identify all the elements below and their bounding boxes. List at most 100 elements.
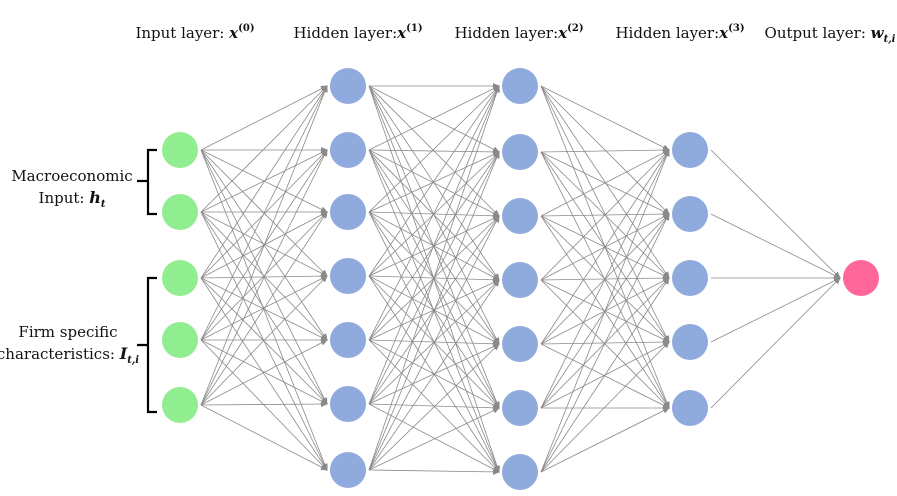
group-symbol: I	[119, 344, 128, 363]
layer-title-input: Input layer: x(0)	[135, 23, 254, 42]
input-node-4	[162, 387, 198, 423]
hidden1-node-2	[330, 194, 366, 230]
edge-l2-n4-to-n0	[540, 149, 670, 345]
edge-l0-n2-to-n1	[200, 149, 328, 279]
layer-titles: Input layer: x(0)Hidden layer:x(1)Hidden…	[135, 23, 895, 45]
edge-l0-n2-to-n0	[200, 85, 328, 279]
layer-title-text: Hidden layer:	[293, 24, 397, 42]
layer-title-text: Output layer:	[765, 24, 871, 42]
hidden3-node-2	[672, 260, 708, 296]
group-subscript: t,i	[127, 355, 139, 366]
edge-l0-n0-to-n6	[200, 149, 328, 471]
edge-l2-n3-to-n0	[540, 149, 670, 281]
layer-title-hidden2: Hidden layer:x(2)	[454, 23, 583, 42]
edge-l1-n3-to-n1	[368, 151, 500, 277]
group-label-macro-line1: Macroeconomic	[11, 167, 132, 185]
edge-l2-n2-to-n0	[540, 149, 670, 217]
edge-l1-n2-to-n0	[368, 85, 500, 213]
edge-l1-n5-to-n4	[368, 343, 500, 405]
edge-l2-n3-to-n4	[540, 279, 670, 409]
group-label-text: Input:	[39, 189, 90, 207]
edge-l1-n5-to-n6	[368, 403, 500, 473]
hidden2-node-4	[502, 326, 538, 362]
layer-symbol: x	[557, 24, 568, 42]
edge-l0-n1-to-n0	[200, 85, 328, 213]
edge-l1-n6-to-n1	[368, 151, 500, 471]
group-subscript: t	[101, 199, 106, 210]
edge-l0-n3-to-n5	[200, 339, 328, 405]
edge-l3-n0-to-n0	[710, 149, 841, 279]
hidden1-node-3	[330, 258, 366, 294]
group-label-firm-line2: characteristics: It,i	[0, 344, 139, 366]
layer-title-hidden1: Hidden layer:x(1)	[293, 23, 422, 42]
edge-l2-n0-to-n0	[540, 85, 670, 151]
edge-l2-n4-to-n4	[540, 343, 670, 409]
edge-l1-n0-to-n1	[368, 85, 500, 153]
hidden2-node-5	[502, 390, 538, 426]
edge-l3-n1-to-n0	[710, 213, 841, 279]
edge-l1-n2-to-n1	[368, 151, 500, 213]
hidden2-node-3	[502, 262, 538, 298]
edge-l2-n1-to-n4	[540, 151, 670, 409]
edge-l1-n1-to-n2	[368, 149, 500, 217]
hidden3-node-4	[672, 390, 708, 426]
group-brace-macro	[137, 148, 157, 216]
input-node-1	[162, 194, 198, 230]
edge-l0-n1-to-n3	[200, 211, 328, 277]
input-node-0	[162, 132, 198, 168]
hidden1-node-5	[330, 386, 366, 422]
edge-l0-n4-to-n1	[200, 149, 328, 406]
edge-l0-n3-to-n2	[200, 211, 328, 341]
edge-l0-n4-to-n2	[200, 211, 328, 406]
hidden1-node-1	[330, 132, 366, 168]
layer-superscript: (2)	[567, 23, 583, 34]
edge-l1-n5-to-n3	[368, 279, 500, 405]
layer-title-text: Input layer:	[135, 24, 229, 42]
hidden2-node-2	[502, 198, 538, 234]
edge-l3-n3-to-n0	[710, 277, 841, 343]
layer-title-hidden3: Hidden layer:x(3)	[615, 23, 744, 42]
group-symbol: h	[89, 188, 101, 207]
layer-symbol: x	[396, 24, 407, 42]
output-node-0	[843, 260, 879, 296]
edge-l3-n4-to-n0	[710, 277, 841, 409]
edge-l1-n6-to-n6	[368, 468, 500, 475]
hidden3-node-1	[672, 196, 708, 232]
edge-l0-n2-to-n6	[200, 277, 328, 471]
hidden3-node-3	[672, 324, 708, 360]
edge-l0-n4-to-n3	[200, 275, 328, 406]
hidden3-node-0	[672, 132, 708, 168]
edge-l1-n5-to-n5	[368, 403, 500, 411]
layer-superscript: (1)	[406, 23, 422, 34]
edge-l0-n0-to-n0	[200, 85, 328, 151]
hidden1-node-4	[330, 322, 366, 358]
edge-l2-n5-to-n0	[540, 149, 670, 409]
edge-l2-n6-to-n3	[540, 341, 670, 473]
edge-l1-n6-to-n0	[368, 85, 500, 471]
layer-symbol: w	[871, 24, 885, 42]
hidden1-node-6	[330, 452, 366, 488]
edge-l2-n1-to-n0	[540, 147, 670, 154]
layer-symbol: x	[228, 24, 239, 42]
hidden2-node-0	[502, 68, 538, 104]
neuron-nodes	[162, 68, 879, 490]
edge-l0-n1-to-n1	[200, 149, 328, 213]
edge-l0-n4-to-n4	[200, 339, 328, 406]
hidden2-node-1	[502, 134, 538, 170]
edge-l0-n4-to-n0	[200, 85, 328, 406]
group-label-text: characteristics:	[0, 345, 120, 363]
input-node-3	[162, 322, 198, 358]
group-brace-firm	[137, 276, 157, 414]
edge-l0-n4-to-n6	[200, 404, 328, 471]
edge-l1-n6-to-n5	[368, 407, 500, 471]
edge-l1-n1-to-n0	[368, 85, 500, 151]
edge-l2-n6-to-n4	[540, 407, 670, 473]
edge-l2-n6-to-n0	[540, 149, 670, 473]
layer-superscript: (3)	[728, 23, 744, 34]
edge-l2-n0-to-n2	[540, 85, 670, 279]
edge-l1-n4-to-n0	[368, 85, 500, 341]
edge-l2-n6-to-n1	[540, 213, 670, 473]
group-label-firm-line1: Firm specific	[18, 323, 117, 341]
